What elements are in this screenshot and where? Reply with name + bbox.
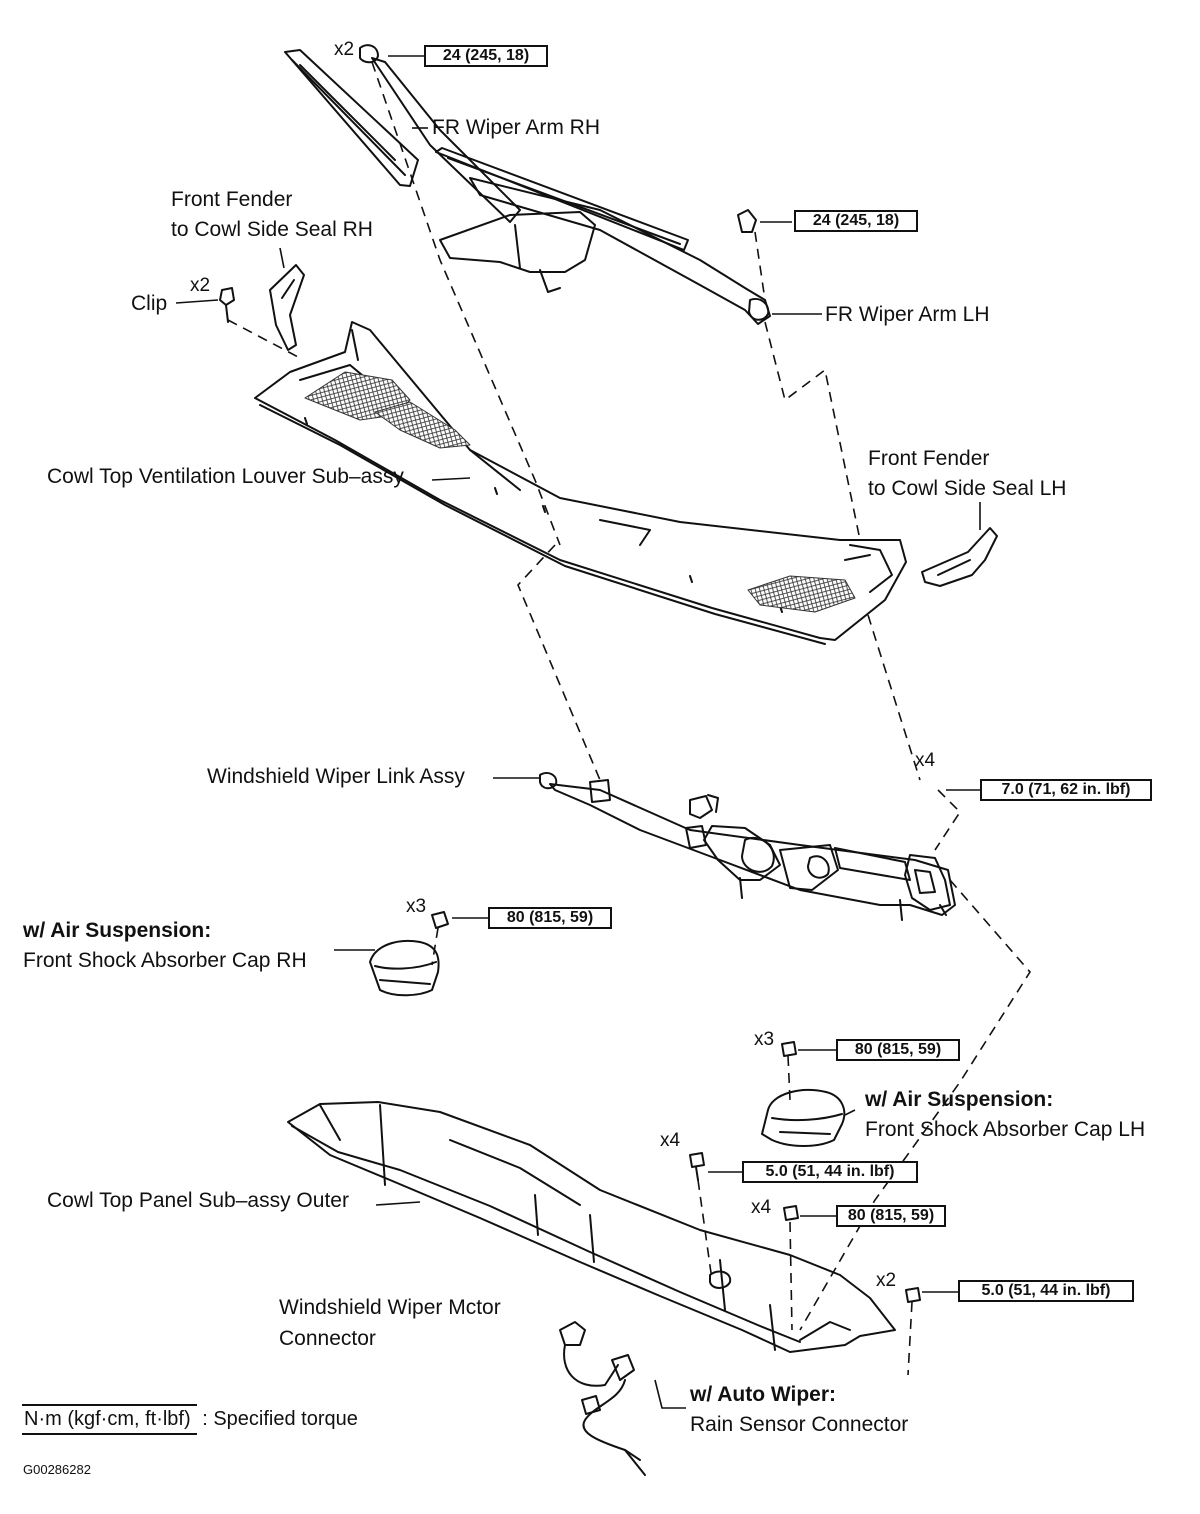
shock-cap-rh-part — [369, 911, 449, 997]
label-front-fender-lh-1: Front Fender — [868, 447, 990, 470]
torque-panel-nut: 80 (815, 59) — [836, 1205, 946, 1227]
label-air-susp-rh-2: Front Shock Absorber Cap RH — [23, 949, 307, 972]
qty-cap-lh: x3 — [754, 1029, 775, 1050]
qty-panel-nut: x4 — [751, 1197, 772, 1218]
cowl-top-panel-part — [287, 1101, 921, 1353]
label-air-susp-lh-2: Front Shock Absorber Cap LH — [865, 1118, 1146, 1141]
wiper-motor-connector-part — [559, 1321, 646, 1476]
torque-lh-arm-nut: 24 (245, 18) — [794, 210, 918, 232]
qty-clip: x2 — [190, 275, 211, 296]
wiper-link-assy-part — [539, 772, 956, 921]
qty-cap-rh: x3 — [406, 896, 427, 917]
fender-seal-rh-part — [219, 264, 305, 351]
torque-link-bolt: 7.0 (71, 62 in. lbf) — [980, 779, 1152, 801]
leader-lines — [175, 55, 981, 1409]
alignment-lines — [227, 61, 1031, 1376]
torque-panel-screw: 5.0 (51, 44 in. lbf) — [958, 1280, 1134, 1302]
label-air-susp-rh-1: w/ Air Suspension: — [23, 919, 212, 942]
label-fr-wiper-arm-rh: FR Wiper Arm RH — [432, 116, 600, 139]
fender-seal-lh-part — [921, 527, 998, 587]
label-wiper-link-assy: Windshield Wiper Link Assy — [207, 765, 465, 788]
label-front-fender-lh-2: to Cowl Side Seal LH — [868, 477, 1067, 500]
label-auto-wiper-1: w/ Auto Wiper: — [690, 1383, 837, 1406]
label-wiper-motor-conn-1: Windshield Wiper Mctor — [279, 1296, 501, 1319]
figure-code: G00286282 — [23, 1462, 91, 1477]
label-fr-wiper-arm-lh: FR Wiper Arm LH — [825, 303, 990, 326]
qty-panel-bolt: x4 — [660, 1130, 681, 1151]
label-cowl-top-panel: Cowl Top Panel Sub–assy Outer — [47, 1189, 349, 1212]
legend-text: : Specified torque — [202, 1408, 358, 1430]
torque-legend: N·m (kgf·cm, ft·lbf) : Specified torque — [22, 1404, 358, 1435]
label-front-fender-rh-2: to Cowl Side Seal RH — [171, 218, 373, 241]
label-wiper-motor-conn-2: Connector — [279, 1327, 376, 1350]
qty-panel-screw: x2 — [876, 1270, 897, 1291]
fr-wiper-arm-lh-part — [435, 147, 771, 325]
legend-unit: N·m (kgf·cm, ft·lbf) — [22, 1404, 197, 1435]
label-clip: Clip — [131, 292, 168, 315]
label-front-fender-rh-1: Front Fender — [171, 188, 293, 211]
shock-cap-lh-part — [761, 1041, 846, 1147]
fr-wiper-arm-rh-part — [284, 44, 596, 293]
label-air-susp-lh-1: w/ Air Suspension: — [865, 1088, 1054, 1111]
torque-panel-bolt: 5.0 (51, 44 in. lbf) — [742, 1161, 918, 1183]
torque-cap-lh: 80 (815, 59) — [836, 1039, 960, 1061]
label-cowl-top-louver: Cowl Top Ventilation Louver Sub–assy — [47, 465, 404, 488]
torque-top-nut: 24 (245, 18) — [424, 45, 548, 67]
cowl-top-louver-part — [254, 321, 907, 645]
label-auto-wiper-2: Rain Sensor Connector — [690, 1413, 909, 1436]
qty-link-bolt: x4 — [915, 750, 936, 771]
torque-cap-rh: 80 (815, 59) — [488, 907, 612, 929]
qty-top-nut: x2 — [334, 39, 355, 60]
